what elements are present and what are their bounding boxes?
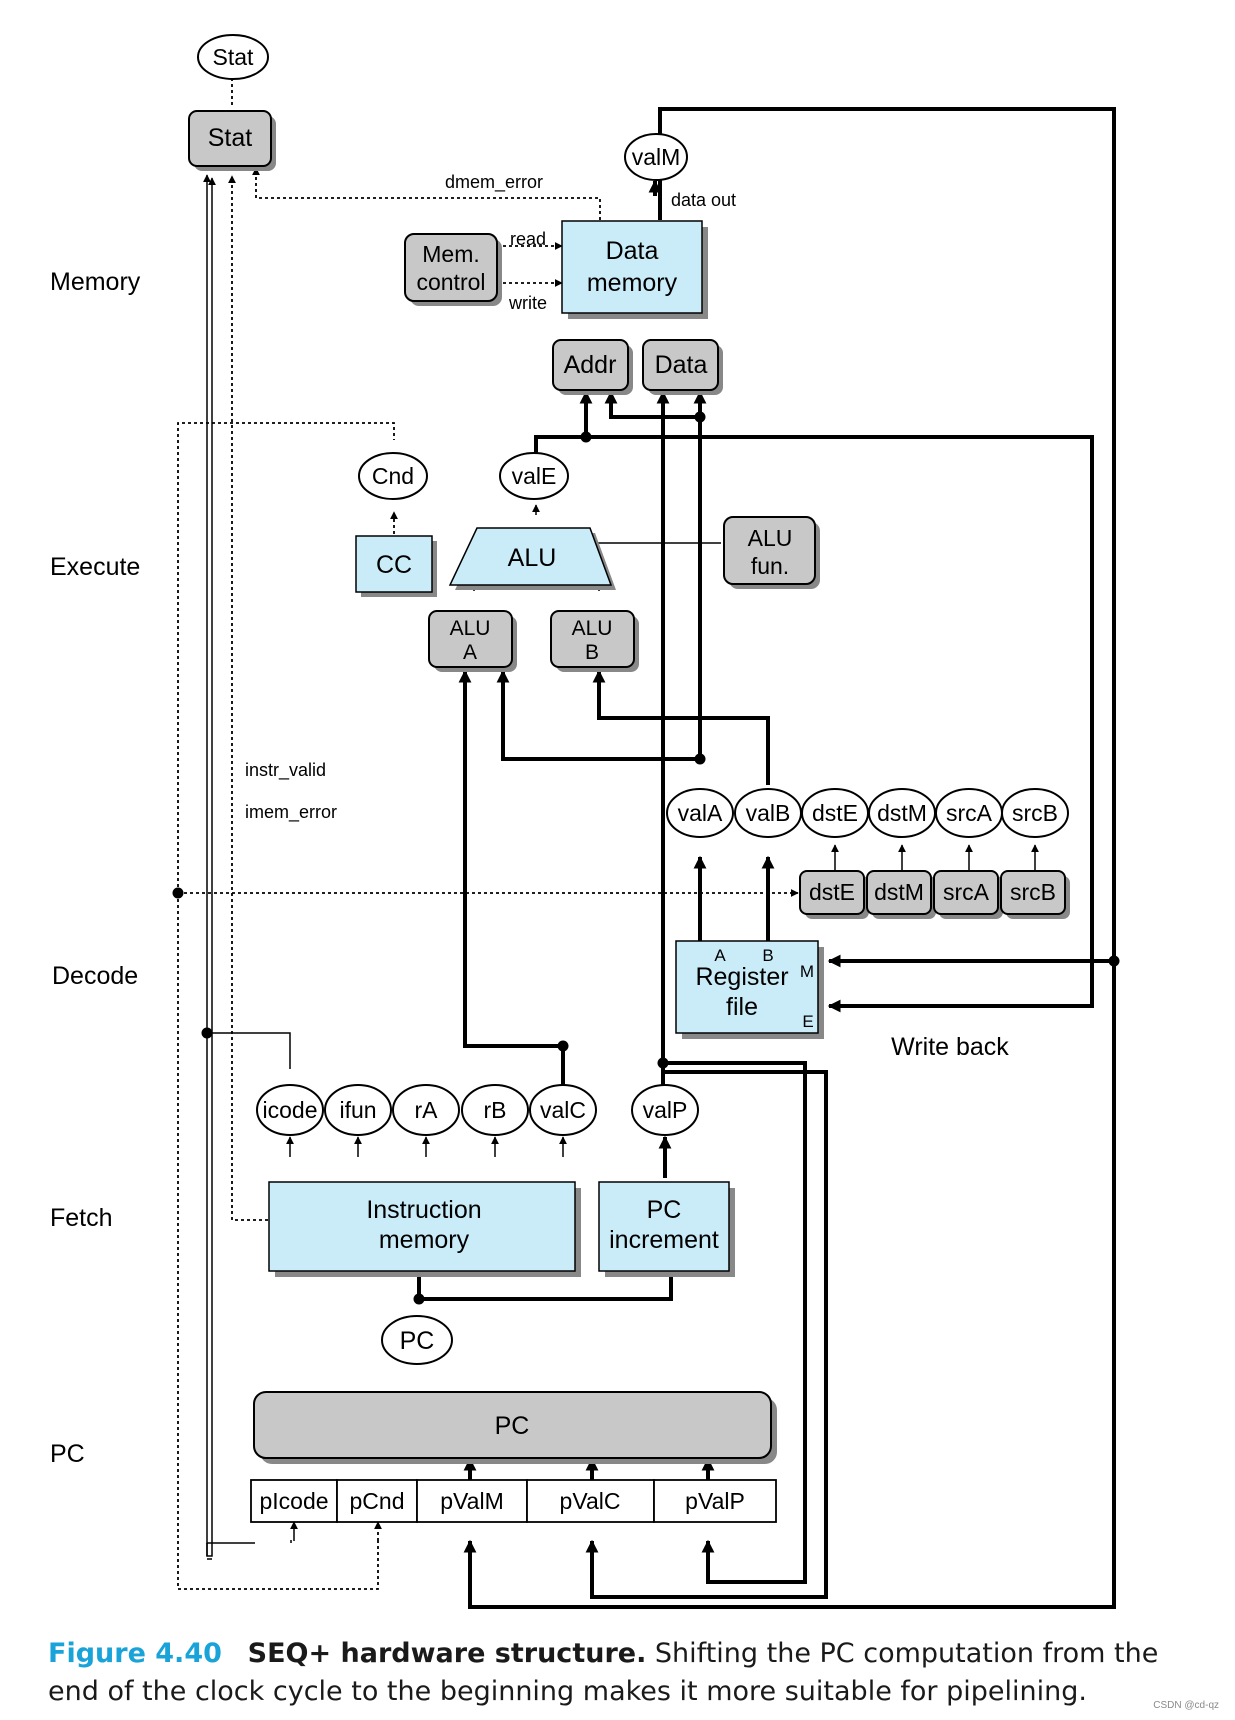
svg-text:Addr: Addr (564, 351, 617, 379)
decode-control-registers: dstE dstM srcA srcB (799, 870, 1070, 919)
pvalm-register: pValM (440, 1488, 504, 1514)
addr-register: Addr (552, 339, 633, 395)
read-label: read (510, 229, 546, 249)
svg-text:Instruction: Instruction (366, 1196, 481, 1224)
caption-number: Figure 4.40 (48, 1638, 222, 1669)
stage-label-decode: Decode (52, 962, 138, 990)
alu-fun-block: ALU fun. (723, 516, 820, 589)
svg-text:B: B (585, 641, 599, 664)
alu-b-register: ALU B (550, 610, 639, 672)
register-file-block: A B Register file M E (675, 940, 824, 1039)
pc-select-inputs: pIcode pCnd pValM pValC pValP (250, 1479, 777, 1523)
svg-text:Data: Data (606, 237, 659, 265)
data-memory-block: Data memory (561, 220, 708, 319)
svg-text:A: A (463, 641, 477, 664)
cnd-signal: Cnd (358, 452, 428, 500)
svg-text:increment: increment (609, 1226, 719, 1254)
icode-signal: icode (263, 1097, 318, 1123)
svg-text:Stat: Stat (213, 44, 255, 70)
valm-signal: valM (624, 133, 688, 181)
svg-text:Data: Data (655, 351, 708, 379)
svg-text:Mem.: Mem. (422, 241, 480, 267)
picode-register: pIcode (259, 1488, 328, 1514)
port-m-label: M (800, 962, 814, 981)
stat-register: Stat (188, 110, 276, 171)
seq-plus-diagram: Memory Execute Decode Fetch PC Stat Stat… (50, 34, 1120, 1609)
svg-text:control: control (416, 269, 485, 295)
pc-signal: PC (381, 1315, 453, 1365)
decode-signals: valA valB dstE dstM srcA srcB (666, 788, 1069, 838)
svg-text:PC: PC (647, 1196, 682, 1224)
srca-signal: srcA (946, 800, 993, 826)
dste-register: dstE (809, 879, 855, 905)
svg-text:memory: memory (587, 269, 678, 297)
instr-valid-label: instr_valid (245, 760, 326, 781)
pvalc-register: pValC (560, 1488, 621, 1514)
stage-label-memory: Memory (50, 268, 141, 296)
dstm-register: dstM (874, 879, 924, 905)
vala-signal: valA (678, 800, 723, 826)
caption-text: Shifting the PC computation from the end… (48, 1638, 1159, 1707)
mem-control-block: Mem. control (404, 233, 502, 306)
pc-increment-block: PC increment (598, 1181, 735, 1277)
data-register: Data (642, 339, 723, 395)
svg-text:ALU: ALU (450, 617, 491, 640)
credit-watermark: CSDN @cd-qz (1153, 1700, 1219, 1711)
valc-signal: valC (540, 1097, 586, 1123)
ifun-signal: ifun (339, 1097, 376, 1123)
svg-text:PC: PC (495, 1412, 530, 1440)
svg-text:valM: valM (632, 144, 681, 170)
srcb-signal: srcB (1012, 800, 1058, 826)
write-label: write (508, 293, 547, 313)
svg-text:Register: Register (695, 963, 788, 991)
valb-signal: valB (746, 800, 791, 826)
instruction-memory-block: Instruction memory (268, 1181, 581, 1277)
stage-label-execute: Execute (50, 553, 140, 581)
fetch-signals: icode ifun rA rB valC valP (256, 1084, 699, 1136)
port-e-label: E (802, 1012, 813, 1031)
svg-text:memory: memory (379, 1226, 470, 1254)
write-back-label: Write back (891, 1033, 1009, 1061)
vale-signal: valE (499, 452, 569, 500)
pcnd-register: pCnd (350, 1488, 405, 1514)
svg-text:Stat: Stat (208, 124, 253, 152)
alu-a-register: ALU A (428, 610, 517, 672)
ra-signal: rA (415, 1097, 439, 1123)
svg-text:ALU: ALU (748, 525, 793, 551)
pc-register-block: PC (253, 1391, 777, 1464)
stat-signal: Stat (197, 34, 269, 80)
srca-register: srcA (943, 879, 990, 905)
srcb-register: srcB (1010, 879, 1056, 905)
dste-signal: dstE (812, 800, 858, 826)
svg-text:valE: valE (512, 463, 557, 489)
svg-text:PC: PC (400, 1327, 435, 1355)
port-b-label: B (762, 946, 773, 965)
svg-text:Cnd: Cnd (372, 463, 414, 489)
figure-caption: Figure 4.40 SEQ+ hardware structure. Shi… (48, 1635, 1208, 1711)
stage-label-fetch: Fetch (50, 1204, 113, 1232)
port-a-label: A (714, 946, 726, 965)
valp-signal: valP (643, 1097, 688, 1123)
svg-text:ALU: ALU (572, 617, 613, 640)
stage-label-pc: PC (50, 1440, 85, 1468)
cc-block: CC (355, 535, 437, 597)
caption-title: SEQ+ hardware structure. (247, 1638, 647, 1669)
dmem-error-label: dmem_error (445, 172, 543, 193)
svg-text:fun.: fun. (751, 553, 789, 579)
pvalp-register: pValP (685, 1488, 745, 1514)
svg-text:file: file (726, 993, 758, 1021)
dstm-signal: dstM (877, 800, 927, 826)
alu-block: ALU (448, 527, 616, 590)
imem-error-label: imem_error (245, 802, 337, 823)
data-out-label: data out (671, 190, 736, 210)
svg-text:CC: CC (376, 551, 412, 579)
rb-signal: rB (484, 1097, 507, 1123)
svg-text:ALU: ALU (508, 544, 557, 572)
